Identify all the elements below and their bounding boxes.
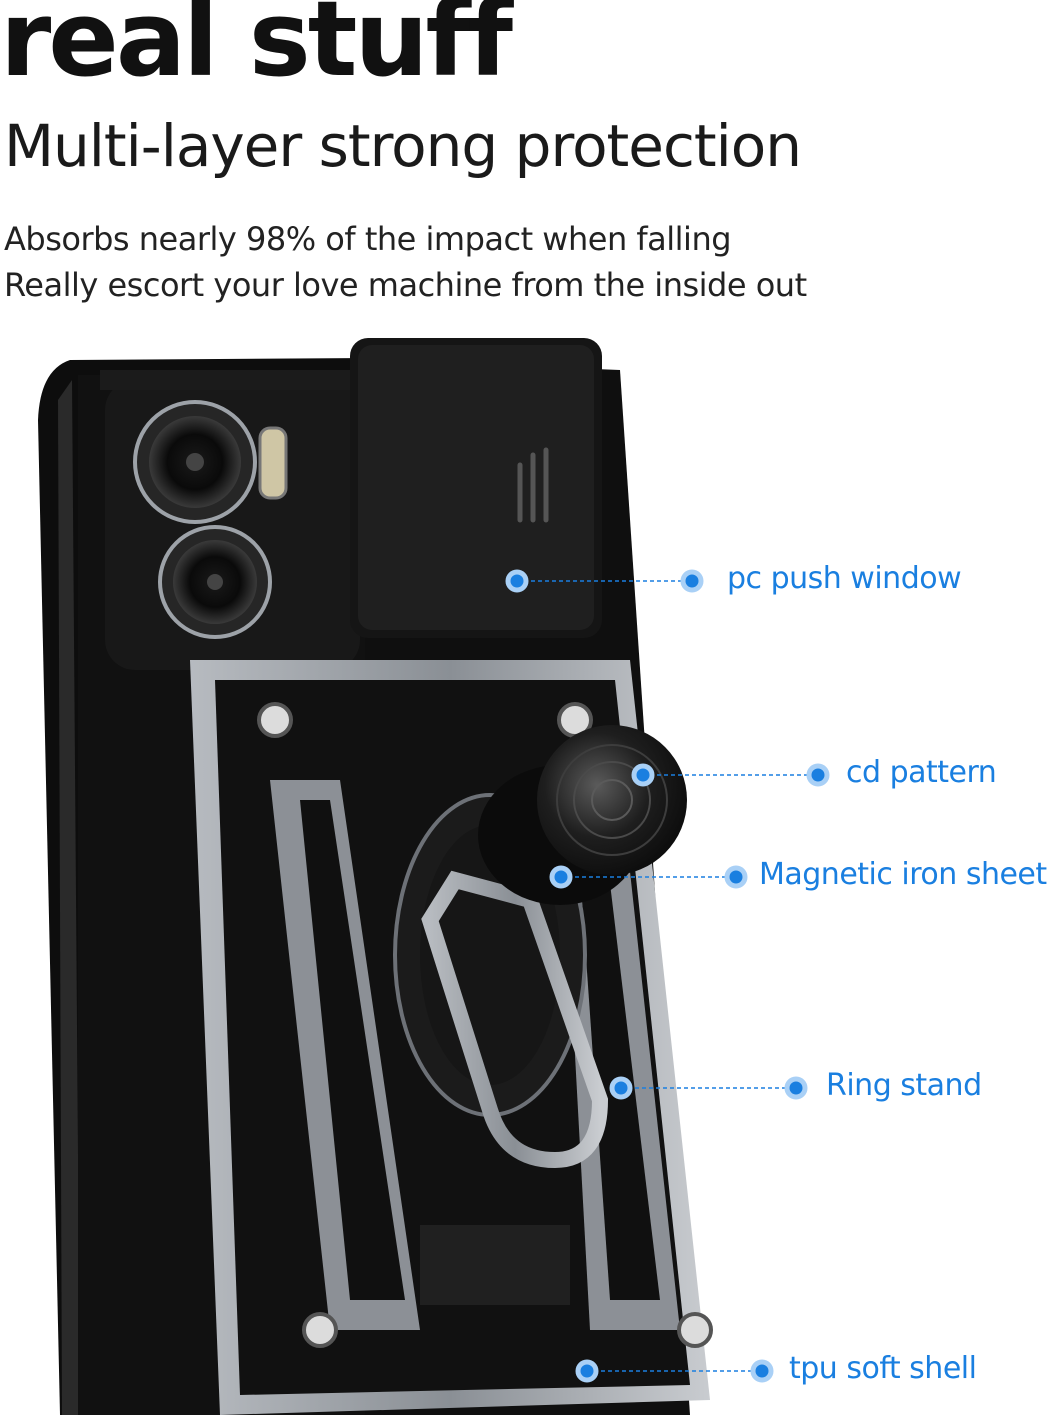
callout-pc-push-window: pc push window bbox=[727, 561, 962, 596]
callout-tpu-soft-shell: tpu soft shell bbox=[789, 1351, 977, 1386]
description-line-2: Really escort your love machine from the… bbox=[4, 266, 807, 304]
push-window-slider bbox=[350, 338, 602, 638]
callout-lines bbox=[505, 569, 830, 1383]
callout-cd-pattern: cd pattern bbox=[846, 755, 997, 790]
subheadline: Multi-layer strong protection bbox=[4, 112, 802, 180]
cd-pattern-knob bbox=[478, 725, 687, 905]
ring-stand-loop bbox=[421, 870, 609, 1169]
description-line-1: Absorbs nearly 98% of the impact when fa… bbox=[4, 220, 732, 258]
callout-magnetic-iron-sheet: Magnetic iron sheet bbox=[759, 857, 1047, 892]
callout-ring-stand: Ring stand bbox=[826, 1068, 982, 1103]
camera-lenses bbox=[133, 400, 288, 639]
headline: real stuff bbox=[0, 0, 513, 100]
